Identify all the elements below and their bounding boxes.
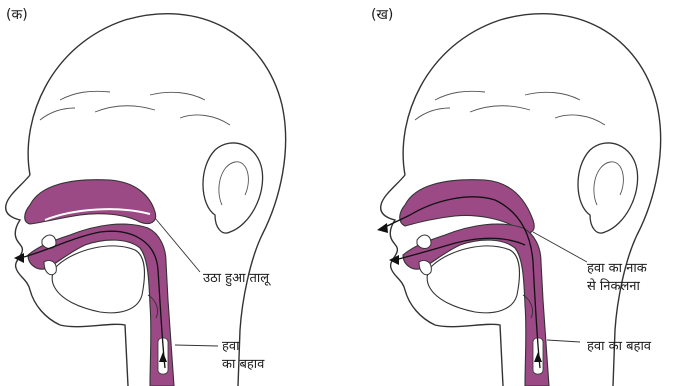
panel-tag-right: (ख) <box>371 7 393 23</box>
ear-left <box>203 143 263 233</box>
label-airflow-line1-left: हवा <box>222 339 240 354</box>
neck-front-right <box>435 324 503 386</box>
panel-left: (क) उठा हुआ तालू हवा का बहाव <box>6 7 286 386</box>
airflow-pointer-right <box>547 340 580 342</box>
ear-right <box>578 143 638 233</box>
label-airflow-line2-left: का बहाव <box>222 357 265 372</box>
label-raised-palate: उठा हुआ तालू <box>203 271 271 287</box>
airflow-pointer-left <box>175 345 218 346</box>
hair-strokes-left <box>40 91 230 125</box>
label-nasal-line2-right: से निकलना <box>587 278 641 294</box>
nasal-cavity-right <box>400 180 534 233</box>
panel-tag-left: (क) <box>6 7 28 23</box>
label-airflow-right: हवा का बहाव <box>587 339 652 354</box>
panel-right: (ख) हवा का नाक से निकलना हवा का बहाव <box>371 7 661 386</box>
hair-strokes-right <box>415 91 605 125</box>
label-nasal-line1-right: हवा का नाक <box>587 261 648 276</box>
neck-front-left <box>60 324 128 386</box>
nasal-cavity-left <box>25 180 156 224</box>
